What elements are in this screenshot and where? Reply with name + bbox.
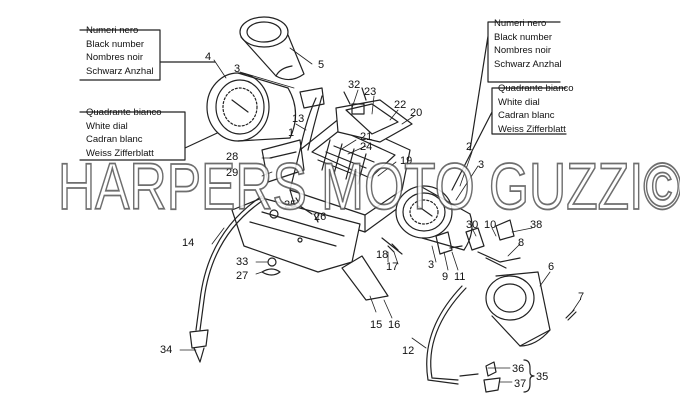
washer-27 [261,268,281,276]
callout-26: 26 [314,211,326,223]
callout-33: 33 [236,256,248,268]
callout-1: 1 [288,127,294,139]
legend-mid-left: Quadrante bianco White dial Cadran blanc… [86,106,162,160]
callout-7: 7 [578,291,584,303]
legend-line: Nombres noir [86,52,144,64]
watermark-text: HARPERS MOTO GUZZI© [57,148,680,224]
callout-34: 34 [160,344,172,356]
callout-23: 23 [364,86,376,98]
callout-13: 13 [292,113,304,125]
legend-bracket-top-right [469,21,561,151]
legend-line: White dial [86,120,128,132]
legend-line: Schwarz Anzhal [86,65,154,77]
callout-2: 2 [466,141,472,153]
legend-bracket-top-left [79,29,216,81]
callout-6: 6 [548,261,554,273]
right-gauge-cover [485,271,551,347]
callout-24: 24 [360,141,372,153]
legend-mid-right: Quadrante bianco White dial Cadran blanc… [498,82,574,136]
legend-line: Numeri nero [86,25,139,36]
callout-21: 21 [360,131,372,143]
speedometer-cable-14-inner [199,198,266,331]
left-gauge-cover [239,16,305,81]
callout-5: 5 [318,59,324,71]
callout-11: 11 [454,271,465,283]
callout-22: 22 [394,99,406,111]
callout-8: 8 [518,237,524,249]
tachometer-cable-12-inner [430,287,467,381]
lamp-socket-3-left [299,87,325,109]
callout-3-right-bottom: 3 [428,259,434,271]
legend-line: Black number [86,38,145,50]
callout-32: 32 [348,79,360,91]
right-gauge-instrument [395,185,473,251]
callout-38: 38 [530,219,542,231]
callout-3-left: 3 [234,63,240,75]
screw-25-26 [295,197,319,223]
callout-labels: 4 3 5 32 23 22 20 13 1 21 24 28 29 19 2 … [160,51,584,390]
legend-line: Quadrante bianco [86,107,162,118]
callout-29: 29 [226,167,238,179]
flap-15-16 [341,255,389,301]
callout-12: 12 [402,345,414,357]
callout-19: 19 [400,155,412,167]
legend-line: Numeri nero [494,18,547,29]
callout-15: 15 [370,319,382,331]
bracket-28-29 [261,139,305,183]
legend-line: Schwarz Anzhal [494,58,562,70]
leader-lines [179,47,581,383]
bulb-holder-9-11 [435,231,463,255]
callout-36: 36 [512,363,524,375]
callout-35: 35 [536,371,548,383]
speedometer-cable-14 [195,195,263,331]
callout-10: 10 [484,219,496,231]
callout-37: 37 [514,378,526,390]
screw-17-18 [381,237,403,255]
callout-17: 17 [386,261,398,273]
callout-9: 9 [442,271,448,283]
legend-line: Weiss Zifferblatt [86,147,154,159]
callout-25: 25 [284,199,296,211]
callout-3-right-top: 3 [478,159,484,171]
legend-top-left: Numeri nero Black number Nombres noir Sc… [86,24,154,78]
cable-8 [477,251,521,269]
legend-line: Weiss Zifferblatt [498,123,566,135]
cable-end-34 [189,329,209,363]
callout-28: 28 [226,151,238,163]
screw-7 [565,309,577,321]
legend-top-right: Numeri nero Black number Nombres noir Sc… [494,17,562,71]
screw-33 [267,257,277,267]
legend-line: White dial [498,96,540,108]
legend-line: Black number [494,31,553,43]
callout-14: 14 [182,237,194,249]
callout-4: 4 [205,51,211,63]
legend-line: Cadran blanc [498,110,555,122]
left-gauge-instrument [206,72,297,142]
cable-end-36-37 [459,361,501,393]
legend-line: Quadrante bianco [498,83,574,94]
bulb-holder-30 [465,227,485,251]
bulb-holder-38 [495,219,515,241]
legend-bracket-mid-right [451,87,567,191]
legend-line: Nombres noir [494,45,552,57]
legend-line: Cadran blanc [86,134,143,146]
warning-lamp-unit [335,87,413,143]
tachometer-cable-12 [426,285,463,385]
callout-20: 20 [410,107,422,119]
callout-16: 16 [388,319,400,331]
callout-18: 18 [376,249,388,261]
brace-35 [523,359,535,393]
callout-30: 30 [466,219,478,231]
callout-27: 27 [236,270,248,282]
